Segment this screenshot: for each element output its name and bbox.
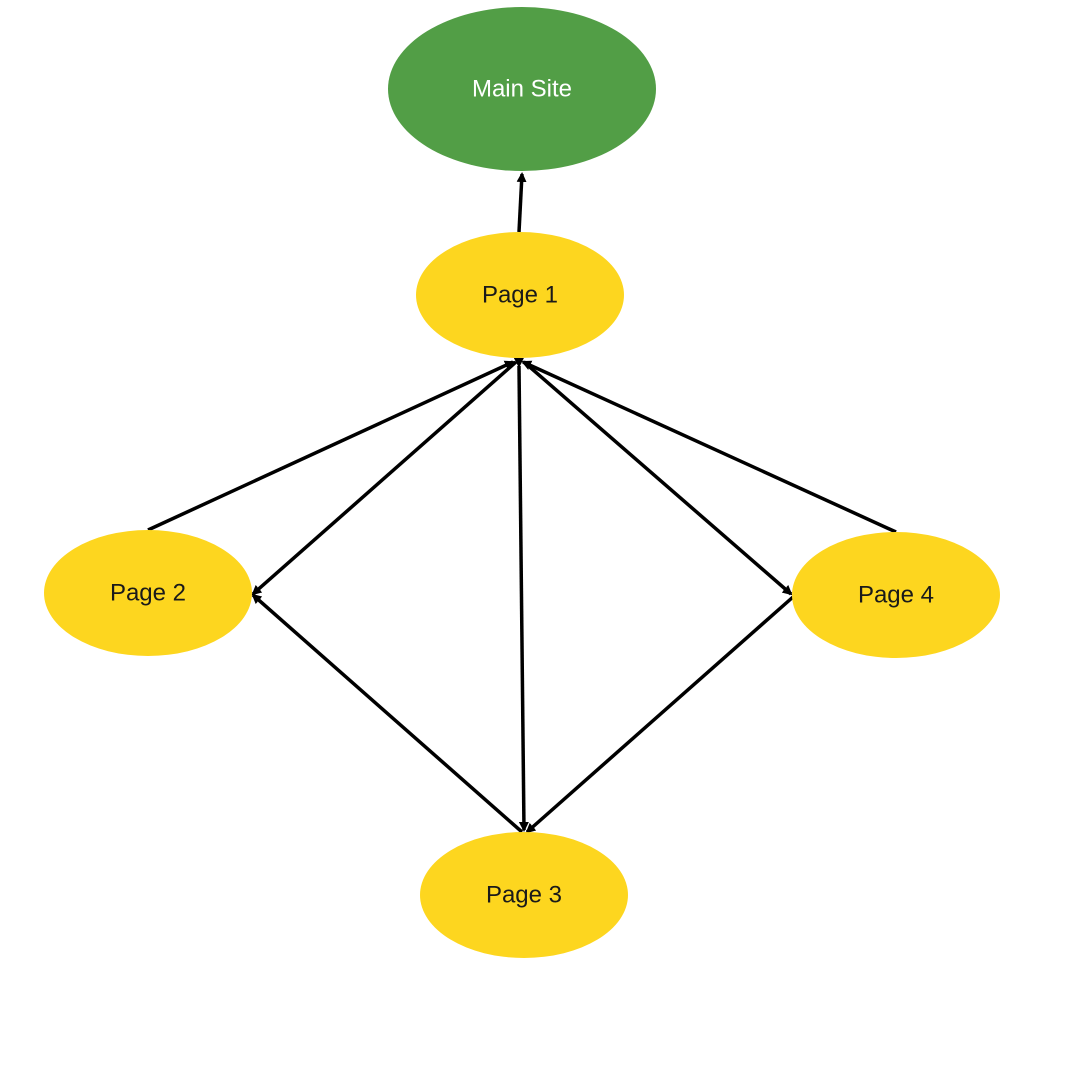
page3-ellipse xyxy=(420,832,628,958)
edge-page4-to-page3 xyxy=(525,595,795,834)
page1-label: Page 1 xyxy=(482,282,558,309)
edge-page1-to-page2 xyxy=(251,360,518,596)
node-page2[interactable]: Page 2 xyxy=(44,530,252,656)
edge-page3-to-page2 xyxy=(251,593,524,834)
edge-page1-page3-bidirectional xyxy=(513,357,529,832)
page1-ellipse xyxy=(416,232,624,358)
edges xyxy=(147,172,897,834)
page2-label: Page 2 xyxy=(110,580,186,607)
node-page4[interactable]: Page 4 xyxy=(792,532,1000,658)
node-page3[interactable]: Page 3 xyxy=(420,832,628,958)
main-site-ellipse xyxy=(388,7,656,171)
edge-page2-to-page1 xyxy=(147,360,515,532)
edge-page1-to-main-site xyxy=(516,172,527,233)
node-main-site[interactable]: Main Site xyxy=(388,7,656,171)
page2-ellipse xyxy=(44,530,252,656)
main-site-label: Main Site xyxy=(472,76,572,103)
edge-page1-to-page4 xyxy=(522,360,793,596)
page4-ellipse xyxy=(792,532,1000,658)
page4-label: Page 4 xyxy=(858,582,934,609)
node-page1[interactable]: Page 1 xyxy=(416,232,624,358)
edge-page4-to-page1 xyxy=(521,360,897,534)
page3-label: Page 3 xyxy=(486,882,562,909)
